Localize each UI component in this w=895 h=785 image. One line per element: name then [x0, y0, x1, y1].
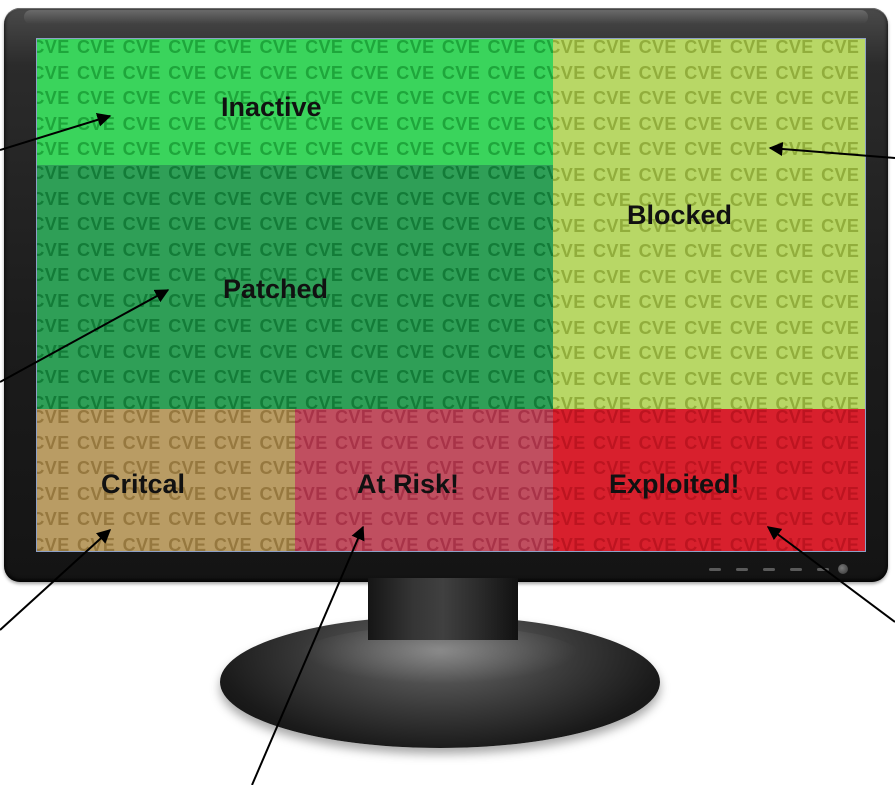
zone-patched: CVE CVE CVE CVE CVE CVE CVE CVE CVE CVE …: [37, 165, 553, 409]
zone-label-exploited: Exploited!: [609, 469, 740, 499]
monitor-stand-neck: [368, 578, 518, 640]
zone-label-patched: Patched: [223, 274, 329, 304]
monitor-button: [709, 568, 721, 571]
zone-at-risk: CVE CVE CVE CVE CVE CVE CVE CVE CVE CVE …: [295, 409, 553, 551]
zone-label-critical: Critcal: [101, 469, 186, 499]
cve-pattern: CVE CVE CVE CVE CVE CVE CVE CVE CVE CVE …: [553, 39, 860, 409]
zone-critical: CVE CVE CVE CVE CVE CVE CVE CVE CVE CVE …: [37, 409, 295, 551]
zone-inactive: CVE CVE CVE CVE CVE CVE CVE CVE CVE CVE …: [37, 39, 553, 165]
zone-label-inactive: Inactive: [221, 92, 322, 122]
zone-label-at-risk: At Risk!: [357, 469, 460, 499]
monitor-button: [790, 568, 802, 571]
zone-label-blocked: Blocked: [627, 200, 733, 230]
zone-blocked: CVE CVE CVE CVE CVE CVE CVE CVE CVE CVE …: [553, 39, 865, 409]
power-button-icon: [838, 564, 848, 574]
zone-exploited: CVE CVE CVE CVE CVE CVE CVE CVE CVE CVE …: [553, 409, 865, 551]
monitor-button: [763, 568, 775, 571]
cve-pattern: CVE CVE CVE CVE CVE CVE CVE CVE CVE CVE …: [553, 409, 860, 551]
monitor-button: [817, 568, 829, 571]
monitor-buttons: [709, 568, 829, 571]
monitor-button: [736, 568, 748, 571]
monitor-screen: CVE CVE CVE CVE CVE CVE CVE CVE CVE CVE …: [36, 38, 866, 552]
